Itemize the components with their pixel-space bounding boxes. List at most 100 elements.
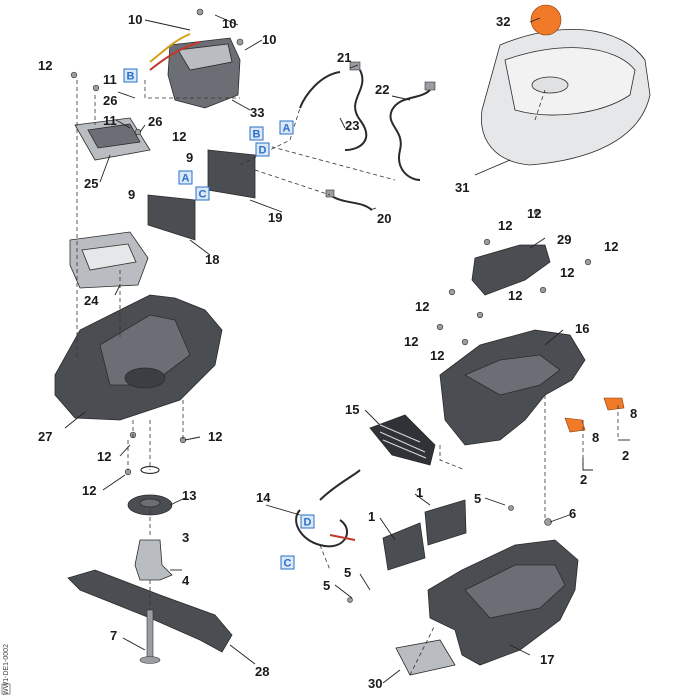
callout-5-b: 5 (344, 565, 351, 580)
stop-button-cap (530, 4, 562, 36)
bolt-7 (139, 609, 161, 664)
svg-text:D: D (259, 145, 267, 157)
drawing-code: WW1-DE1-0002 (3, 644, 10, 695)
callout-8-b: 8 (592, 430, 599, 445)
grille-15 (369, 414, 436, 466)
blade-hub-4 (134, 539, 173, 581)
connector-tag-C-2: C (280, 555, 295, 570)
callout-12-f: 12 (560, 265, 574, 280)
circuit-board-18 (147, 194, 196, 241)
callout-21: 21 (337, 50, 351, 65)
callout-26-a: 26 (103, 93, 117, 108)
callout-22: 22 (375, 82, 389, 97)
connector-tag-D-1: D (255, 142, 270, 157)
callout-11-b: 11 (103, 113, 117, 128)
top-cover (481, 29, 651, 166)
connector-tag-B-2: B (249, 126, 264, 141)
callout-12-d: 12 (498, 218, 512, 233)
chassis-housing-27 (54, 294, 223, 421)
callout-4: 4 (182, 573, 190, 588)
callout-30: 30 (368, 676, 382, 691)
callout-20: 20 (377, 211, 391, 226)
callout-9-a: 9 (186, 150, 193, 165)
callout-15: 15 (345, 402, 359, 417)
callout-12-c: 12 (527, 206, 541, 221)
svg-text:A: A (283, 123, 291, 135)
drawing-code-box (1, 683, 11, 695)
connector-tag-A-2: A (178, 170, 193, 185)
callout-32: 32 (496, 14, 510, 29)
svg-text:D: D (304, 517, 312, 529)
callout-10-b: 10 (222, 16, 236, 31)
cable-20 (325, 189, 373, 211)
svg-text:C: C (284, 558, 292, 570)
callout-27: 27 (38, 429, 52, 444)
callout-12-b: 12 (172, 129, 186, 144)
connector-tag-B-1: B (123, 68, 138, 83)
cable-14 (295, 469, 361, 548)
circuit-board-19 (207, 149, 256, 199)
cutting-plate-1b (424, 499, 467, 546)
orange-clip-8b (603, 397, 625, 411)
callout-12-a: 12 (38, 58, 52, 73)
callout-12-l: 12 (97, 449, 111, 464)
callout-13: 13 (182, 488, 196, 503)
callout-12-e: 12 (604, 239, 618, 254)
callout-18: 18 (205, 252, 219, 267)
connector-tag-C-1: C (195, 186, 210, 201)
callout-1-a: 1 (416, 485, 423, 500)
callout-5-c: 5 (323, 578, 330, 593)
chassis-top-16 (439, 329, 586, 446)
seal-ring-13 (140, 465, 160, 475)
callout-8-a: 8 (630, 406, 637, 421)
callout-31: 31 (455, 180, 469, 195)
callout-29: 29 (557, 232, 571, 247)
callout-14: 14 (256, 490, 271, 505)
cable-harness-21-22-23 (299, 61, 436, 181)
callout-12-i: 12 (404, 334, 418, 349)
holder-24 (69, 231, 149, 289)
cutting-plate-1a (382, 522, 426, 571)
callout-33: 33 (250, 105, 264, 120)
callout-5-a: 5 (474, 491, 481, 506)
callout-10-c: 10 (262, 32, 276, 47)
connector-tag-A-1: A (279, 120, 294, 135)
callout-6: 6 (569, 506, 576, 521)
connector-tag-D-2: D (300, 514, 315, 529)
callout-11-a: 11 (103, 72, 117, 87)
callout-25: 25 (84, 176, 98, 191)
blade-disc-3 (127, 494, 173, 516)
callout-12-h: 12 (415, 299, 429, 314)
callout-2-a: 2 (622, 448, 629, 463)
callout-9-b: 9 (128, 187, 135, 202)
orange-clip-8a (564, 417, 586, 433)
callout-12-j: 12 (430, 348, 444, 363)
callout-28: 28 (255, 664, 269, 679)
callout-10-a: 10 (128, 12, 142, 27)
callout-26-b: 26 (148, 114, 162, 129)
svg-text:A: A (182, 173, 190, 185)
callout-17: 17 (540, 652, 554, 667)
leader-lines (64, 14, 630, 684)
callout-2-b: 2 (580, 472, 587, 487)
motor-assembly (149, 8, 244, 109)
callout-23: 23 (345, 118, 359, 133)
svg-text:C: C (199, 189, 207, 201)
callout-1-b: 1 (368, 509, 375, 524)
callout-19: 19 (268, 210, 282, 225)
assembly-lines (76, 80, 619, 676)
callout-3: 3 (182, 530, 189, 545)
svg-text:B: B (253, 129, 261, 141)
svg-text:B: B (127, 71, 135, 83)
lower-chassis-17 (427, 539, 579, 666)
callout-12-g: 12 (508, 288, 522, 303)
callout-7: 7 (110, 628, 117, 643)
callout-24: 24 (84, 293, 99, 308)
screws (70, 71, 592, 603)
callout-12-k: 12 (208, 429, 222, 444)
callout-16: 16 (575, 321, 589, 336)
bracket-25 (74, 117, 151, 161)
callout-12-m: 12 (82, 483, 96, 498)
bracket-30 (395, 639, 456, 676)
